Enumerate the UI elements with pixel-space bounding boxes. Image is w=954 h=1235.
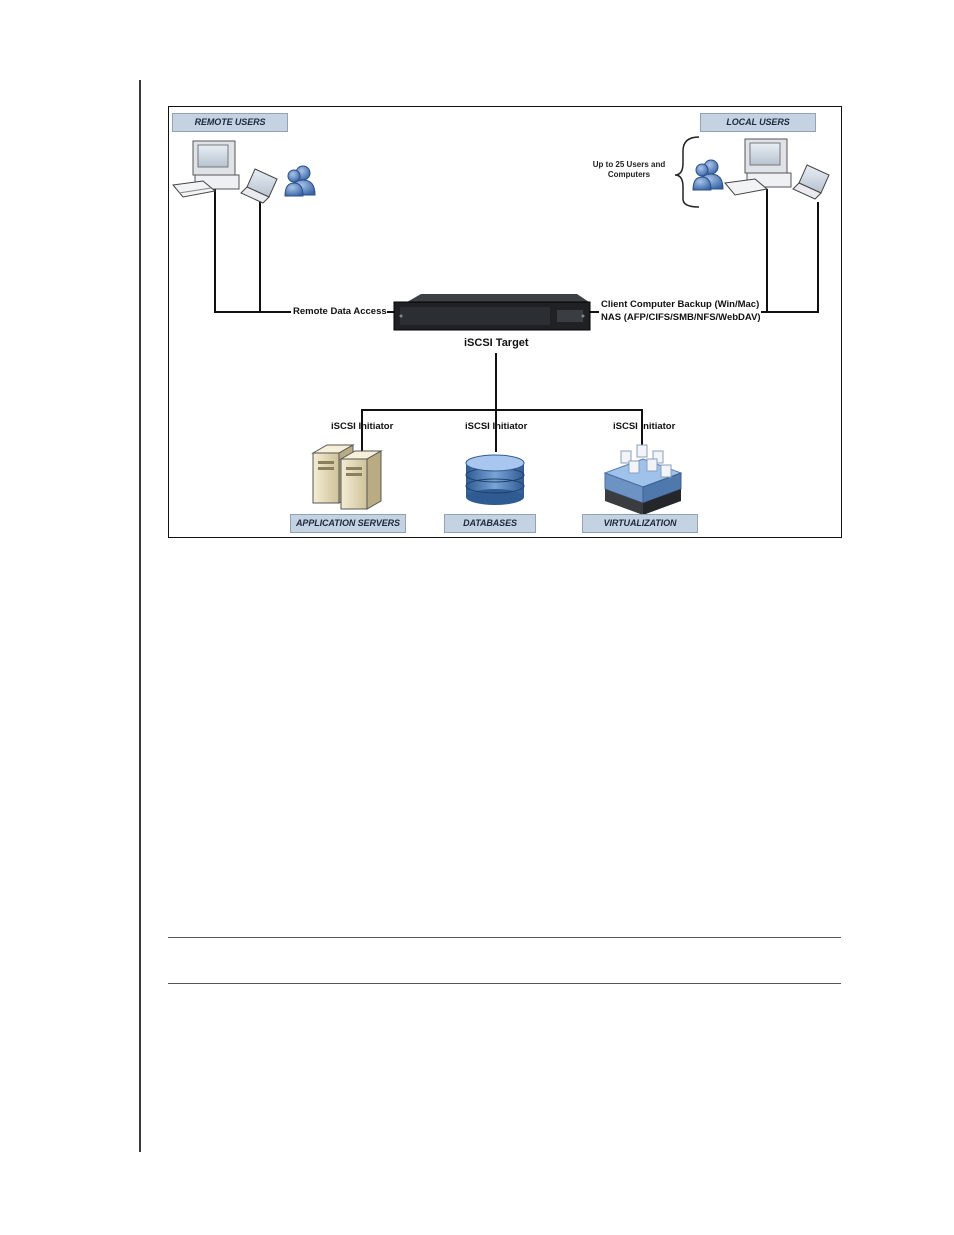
users-icon: [285, 166, 315, 196]
network-diagram: REMOTE USERS LOCAL USERS Up to 25 Users …: [168, 106, 842, 538]
iscsi-target-label: iSCSI Target: [464, 337, 529, 349]
desktop-computer-icon: [725, 139, 791, 195]
remote-data-access-label: Remote Data Access: [293, 306, 387, 317]
diagram-graphics: [169, 107, 843, 539]
users-icon: [693, 160, 723, 190]
horizontal-rule-top: [168, 937, 841, 938]
virtualization-tag: VIRTUALIZATION: [582, 514, 698, 533]
server-icon: [341, 451, 381, 509]
iscsi-initiator-db-label: iSCSI Initiator: [465, 421, 527, 432]
database-icon: [466, 455, 524, 505]
laptop-icon: [241, 169, 277, 203]
databases-tag: DATABASES: [444, 514, 536, 533]
client-backup-label: Client Computer Backup (Win/Mac): [601, 299, 759, 310]
iscsi-initiator-app-label: iSCSI Initiator: [331, 421, 393, 432]
page-margin-rule: [139, 80, 141, 1152]
laptop-icon: [793, 165, 829, 199]
desktop-computer-icon: [173, 141, 239, 197]
virtualization-icon: [605, 445, 681, 515]
nas-appliance-icon: [394, 294, 590, 330]
nas-protocols-label: NAS (AFP/CIFS/SMB/NFS/WebDAV): [601, 312, 761, 323]
users-group-brace: [675, 137, 699, 207]
application-servers-tag: APPLICATION SERVERS: [290, 514, 406, 533]
local-capacity-note: Up to 25 Users and Computers: [591, 160, 667, 180]
iscsi-initiator-virt-label: iSCSI Initiator: [613, 421, 675, 432]
horizontal-rule-bottom: [168, 983, 841, 984]
local-users-tag: LOCAL USERS: [700, 113, 816, 132]
remote-users-tag: REMOTE USERS: [172, 113, 288, 132]
